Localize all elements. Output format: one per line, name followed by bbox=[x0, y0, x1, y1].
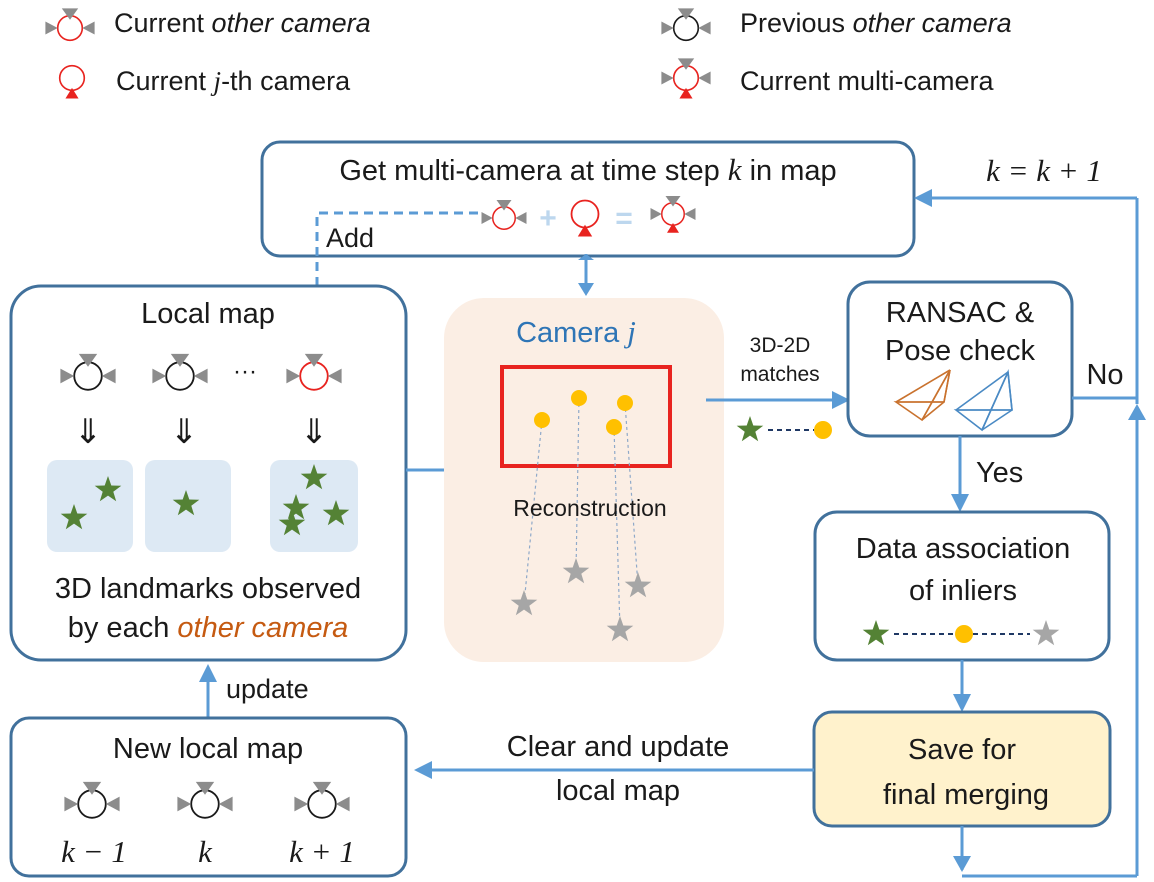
keypoint-dot bbox=[606, 419, 622, 435]
blue-frustum-icon bbox=[953, 368, 1013, 432]
ransac-title-line1: RANSAC & bbox=[886, 297, 1034, 329]
data-association-line2: of inliers bbox=[909, 575, 1017, 607]
top-box-title: Get multi-camera at time step k in map bbox=[339, 152, 836, 187]
match-dot-icon bbox=[814, 421, 832, 439]
landmark-panel-1 bbox=[47, 460, 133, 552]
camera-j-title: Camera j bbox=[516, 314, 636, 349]
projection-line bbox=[523, 419, 543, 605]
down-double-arrow-icon: ⇓ bbox=[300, 413, 329, 451]
legend-previous-other-label: Previous other camera bbox=[740, 8, 1012, 38]
save-line1: Save for bbox=[908, 734, 1016, 766]
keypoint-dot bbox=[571, 390, 587, 406]
local-map-title: Local map bbox=[141, 298, 275, 330]
local-map-box: Local map ··· ⇓ ⇓ ⇓ 3D landmarks observe… bbox=[9, 284, 408, 662]
clear-label-line1: Clear and update bbox=[507, 731, 730, 763]
projection-line bbox=[575, 397, 580, 573]
projection-line bbox=[613, 426, 621, 631]
legend: Current other camera Current j-th camera… bbox=[44, 7, 1012, 100]
yes-label: Yes bbox=[976, 457, 1023, 489]
right-rail-arrowhead bbox=[1128, 404, 1146, 420]
top-to-camera-arrow-tail bbox=[578, 254, 594, 260]
keypoint-dot bbox=[617, 395, 633, 411]
reconstruction-label: Reconstruction bbox=[513, 495, 666, 521]
equals-icon: = bbox=[615, 202, 633, 235]
clear-label-line2: local map bbox=[556, 775, 680, 807]
ransac-title-line2: Pose check bbox=[885, 335, 1035, 367]
new-local-map-box: New local map k − 1 k k + 1 bbox=[9, 716, 408, 878]
top-to-camera-arrow-head bbox=[578, 283, 594, 296]
ransac-box: RANSAC & Pose check bbox=[846, 280, 1074, 438]
time-label-k-plus-1: k + 1 bbox=[289, 834, 355, 869]
data-association-box: Data association of inliers bbox=[813, 510, 1111, 662]
legend-current-multi-camera-icon bbox=[660, 57, 712, 100]
update-label: update bbox=[226, 674, 309, 704]
increment-label: k = k + 1 bbox=[986, 153, 1102, 188]
matches-label-line1: 3D-2D bbox=[750, 334, 811, 357]
top-box: Get multi-camera at time step k in map +… bbox=[260, 140, 916, 258]
legend-current-j-label: Current j-th camera bbox=[116, 66, 351, 96]
save-down-arrowhead bbox=[953, 856, 971, 872]
orange-frustum-icon bbox=[893, 369, 951, 422]
legend-current-other-label: Current other camera bbox=[114, 8, 371, 38]
down-double-arrow-icon: ⇓ bbox=[170, 413, 199, 451]
save-line2: final merging bbox=[883, 779, 1049, 811]
data-association-line1: Data association bbox=[856, 533, 1070, 565]
camera-j-panel: Camera j Reconstruction bbox=[444, 298, 724, 662]
legend-previous-other-camera-icon bbox=[660, 7, 712, 42]
inlier-dot-icon bbox=[955, 625, 973, 643]
legend-current-multi-label: Current multi-camera bbox=[740, 66, 995, 96]
image-plane-rect bbox=[500, 365, 672, 468]
projection-line bbox=[624, 402, 639, 587]
add-label: Add bbox=[326, 223, 374, 253]
no-label: No bbox=[1086, 359, 1123, 391]
time-label-k: k bbox=[198, 834, 213, 869]
plus-icon: + bbox=[539, 202, 557, 235]
legend-current-other-camera-icon bbox=[44, 7, 96, 42]
landmarks-description-line2: by each other camera bbox=[68, 612, 349, 644]
matches-label-line2: matches bbox=[740, 363, 819, 386]
local-map-ellipsis: ··· bbox=[233, 358, 257, 385]
landmarks-description-line1: 3D landmarks observed bbox=[55, 573, 361, 605]
down-double-arrow-icon: ⇓ bbox=[74, 413, 103, 451]
legend-current-j-camera-icon bbox=[58, 64, 86, 100]
save-box: Save for final merging bbox=[812, 710, 1112, 828]
time-label-k-minus-1: k − 1 bbox=[61, 834, 127, 869]
keypoint-dot bbox=[534, 412, 550, 428]
match-star-icon bbox=[736, 416, 764, 442]
new-local-map-title: New local map bbox=[113, 733, 303, 765]
